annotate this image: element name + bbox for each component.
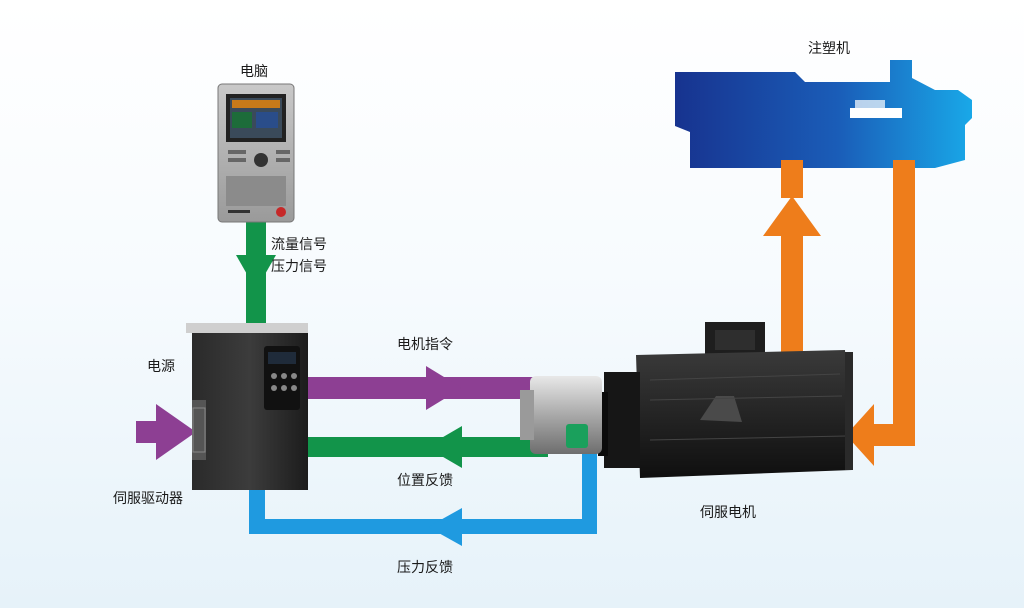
servo-motor-label: 伺服电机 <box>700 505 756 521</box>
computer-controller <box>217 83 295 223</box>
servo-motor <box>598 322 853 478</box>
power-input-arrow <box>136 404 196 460</box>
computer-label: 电脑 <box>240 64 268 80</box>
motor-command-arrow <box>308 366 548 410</box>
hydraulic-return-arrowhead <box>846 404 874 466</box>
hydraulic-flow-arrows <box>763 160 915 466</box>
hydraulic-pump <box>520 376 602 454</box>
signal-down-arrowhead <box>236 255 276 290</box>
position-feedback-label: 位置反馈 <box>397 473 453 489</box>
hydraulic-up-line <box>781 232 803 354</box>
motor-command-label: 电机指令 <box>397 337 453 353</box>
position-feedback-arrow <box>308 426 548 468</box>
servo-driver-unit <box>186 323 308 490</box>
flow-pressure-signal-arrow <box>236 222 276 330</box>
hydraulic-up-arrowhead <box>763 196 821 236</box>
power-label: 电源 <box>147 359 175 375</box>
pressure-signal-label: 压力信号 <box>271 259 327 275</box>
hydraulic-return-line <box>893 160 915 446</box>
flow-signal-label: 流量信号 <box>271 237 327 253</box>
pressure-feedback-label: 压力反馈 <box>397 560 453 576</box>
injection-machine-label: 注塑机 <box>808 41 850 57</box>
injection-molding-machine <box>675 60 972 168</box>
servo-driver-label: 伺服驱动器 <box>113 491 183 507</box>
